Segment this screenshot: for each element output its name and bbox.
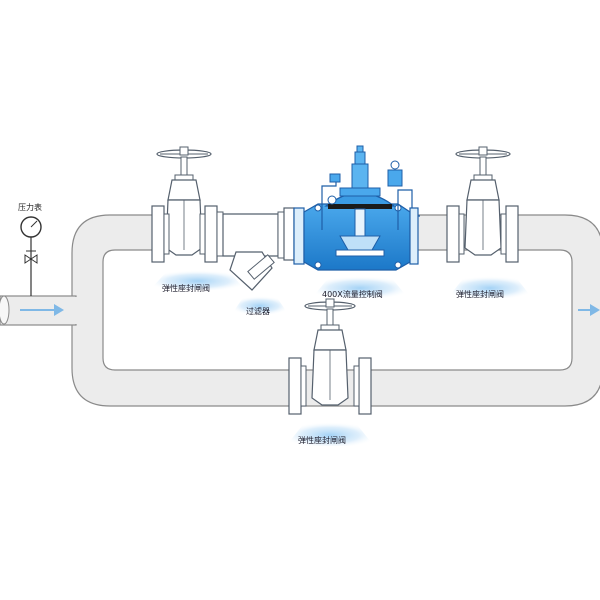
gate-valve-right [446, 146, 519, 263]
handwheel-icon [455, 146, 511, 159]
handwheel-icon [156, 146, 212, 159]
label-gate-valve-left: 弹性座封闸阀 [150, 270, 245, 293]
pilot-tubing [321, 160, 420, 230]
svg-text:400X流量控制阀: 400X流量控制阀 [322, 289, 383, 299]
pressure-gauge: 压力表 [18, 202, 42, 296]
flow-arrow-inlet [20, 304, 64, 316]
label-strainer: 过滤器 [232, 296, 288, 316]
control-valve-cap [351, 163, 369, 189]
label-gate-valve-right: 弹性座封闸阀 [448, 276, 532, 299]
strainer [216, 207, 295, 291]
flow-arrow-outlet [578, 304, 600, 316]
gate-valve-bypass [288, 298, 372, 415]
svg-text:过滤器: 过滤器 [246, 306, 270, 316]
gauge-label: 压力表 [18, 202, 42, 212]
control-valve-400x [293, 145, 420, 271]
handwheel-icon [304, 298, 356, 311]
flange-right [204, 205, 218, 263]
svg-text:弹性座封闸阀: 弹性座封闸阀 [162, 283, 210, 293]
inlet-pipe-end [0, 295, 10, 325]
label-control-valve: 400X流量控制阀 [312, 276, 408, 299]
label-gate-valve-bypass: 弹性座封闸阀 [286, 422, 374, 446]
svg-text:弹性座封闸阀: 弹性座封闸阀 [298, 435, 346, 445]
svg-text:弹性座封闸阀: 弹性座封闸阀 [456, 289, 504, 299]
gate-valve-left [151, 146, 218, 263]
pilot-valve-icon [387, 169, 403, 187]
flange-left [151, 205, 165, 263]
